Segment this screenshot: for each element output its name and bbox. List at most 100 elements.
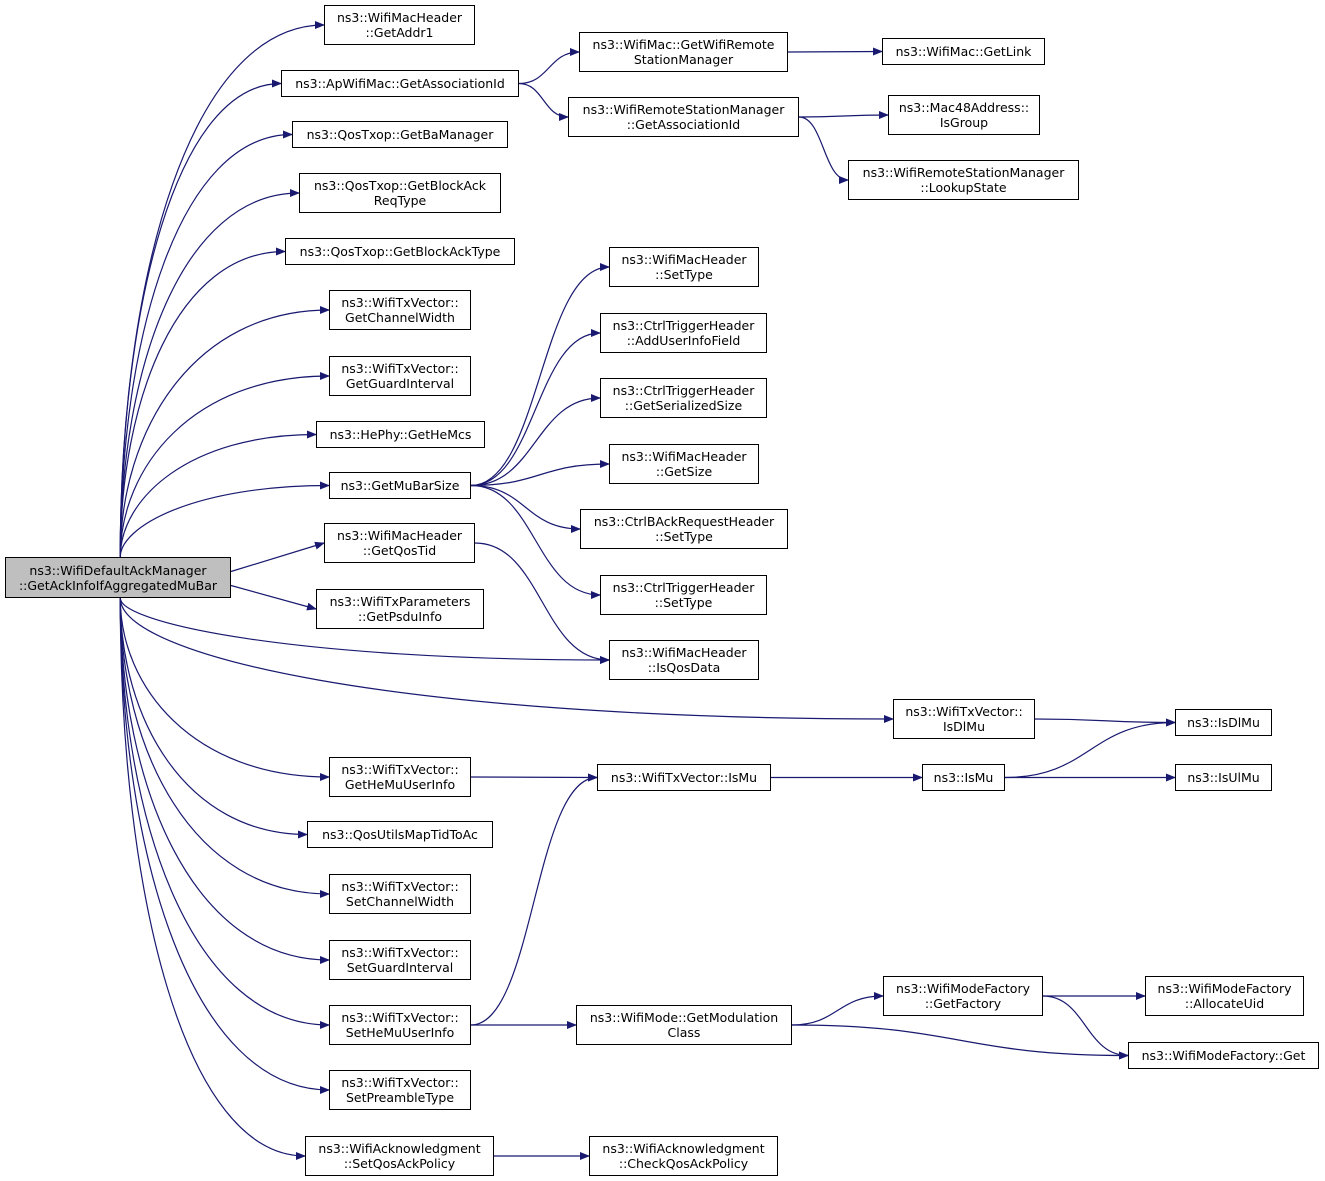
node-label-line2: Class (667, 1025, 701, 1040)
node-wifitxvector-isdlmu[interactable]: ns3::WifiTxVector:: IsDlMu (893, 699, 1035, 739)
node-label-line1: ns3::Mac48Address:: (898, 100, 1030, 115)
node-label-line2: IsGroup (939, 115, 989, 130)
node-wifitxvector-getguardinterval[interactable]: ns3::WifiTxVector:: GetGuardInterval (329, 356, 471, 396)
node-label-line1: ns3::WifiMode::GetModulation (589, 1010, 779, 1025)
node-label-line2: SetHeMuUserInfo (345, 1025, 455, 1040)
node-wifimodefactory-getfactory[interactable]: ns3::WifiModeFactory ::GetFactory (883, 976, 1043, 1016)
node-label-line1: ns3::WifiMacHeader (621, 449, 747, 464)
edge-getmubarsize-to-adduserinfofield (470, 329, 601, 487)
node-wifimacheader-settype[interactable]: ns3::WifiMacHeader ::SetType (609, 247, 759, 287)
node-wifitxvector-sethemuuserinfo[interactable]: ns3::WifiTxVector:: SetHeMuUserInfo (329, 1005, 471, 1045)
node-wifitxvector-setchannelwidth[interactable]: ns3::WifiTxVector:: SetChannelWidth (329, 874, 471, 914)
node-getmubarsize[interactable]: ns3::GetMuBarSize (329, 472, 471, 499)
node-qostxop-getbamanager[interactable]: ns3::QosTxop::GetBaManager (292, 121, 508, 148)
node-label-line1: ns3::WifiTxVector:: (341, 945, 459, 960)
node-label: ns3::WifiMac::GetLink (895, 44, 1032, 59)
node-label-line1: ns3::WifiRemoteStationManager (862, 165, 1065, 180)
node-label-line2: GetGuardInterval (345, 376, 455, 391)
node-label-line2: ::GetAssociationId (626, 117, 741, 132)
node-wifitxvector-gethemuuserinfo[interactable]: ns3::WifiTxVector:: GetHeMuUserInfo (329, 757, 471, 797)
node-wifimacheader-getsize[interactable]: ns3::WifiMacHeader ::GetSize (609, 444, 759, 484)
edge-root-to-setguardinterval (119, 597, 330, 964)
node-label-line1: ns3::WifiDefaultAckManager (29, 562, 207, 578)
node-label-line1: ns3::WifiModeFactory (1157, 981, 1292, 996)
node-hephy-gethemcs[interactable]: ns3::HePhy::GetHeMcs (316, 421, 485, 448)
node-ctrltriggerheader-getserializedsize[interactable]: ns3::CtrlTriggerHeader ::GetSerializedSi… (600, 378, 767, 418)
node-wifitxvector-setpreambletype[interactable]: ns3::WifiTxVector:: SetPreambleType (329, 1070, 471, 1110)
node-label-line1: ns3::WifiMacHeader (336, 528, 463, 543)
node-isdlmu[interactable]: ns3::IsDlMu (1175, 709, 1272, 736)
node-label: ns3::ApWifiMac::GetAssociationId (295, 76, 505, 91)
node-apwifimac-getassociationid[interactable]: ns3::ApWifiMac::GetAssociationId (281, 70, 519, 97)
node-label-line1: ns3::WifiTxVector:: (341, 295, 459, 310)
node-label-line1: ns3::WifiMac::GetWifiRemote (592, 37, 775, 52)
node-wifiacknowledgment-setqosackpolicy[interactable]: ns3::WifiAcknowledgment ::SetQosAckPolic… (305, 1136, 494, 1176)
node-wifimodefactory-allocateuid[interactable]: ns3::WifiModeFactory ::AllocateUid (1145, 976, 1304, 1016)
node-label-line1: ns3::WifiAcknowledgment (318, 1141, 481, 1156)
node-label-line2: ::GetFactory (924, 996, 1002, 1011)
edge-getassociationid-to-getwifiremotestationmanager (518, 48, 580, 85)
edge-root-to-setqosackpolicy (119, 597, 306, 1160)
node-qosutilsmaptidtoac[interactable]: ns3::QosUtilsMapTidToAc (307, 821, 493, 848)
node-label-line2: GetHeMuUserInfo (344, 777, 456, 792)
edge-root-to-txv_isdlmu (119, 597, 894, 723)
node-label: ns3::HePhy::GetHeMcs (329, 427, 472, 442)
node-label-line2: ::GetAckInfoIfAggregatedMuBar (18, 577, 218, 593)
edge-root-to-isqosdata (119, 597, 610, 664)
node-wifitxvector-setguardinterval[interactable]: ns3::WifiTxVector:: SetGuardInterval (329, 940, 471, 980)
node-label-line2: ::GetQosTid (362, 543, 437, 558)
node-isulmu[interactable]: ns3::IsUlMu (1175, 764, 1272, 791)
node-ctrltriggerheader-adduserinfofield[interactable]: ns3::CtrlTriggerHeader ::AddUserInfoFiel… (600, 313, 767, 353)
node-label-line1: ns3::WifiMacHeader (621, 252, 747, 267)
node-label-line2: SetChannelWidth (345, 894, 455, 909)
edge-root-to-getaddr1 (119, 21, 325, 558)
node-label-line1: ns3::WifiTxVector:: (341, 1075, 459, 1090)
node-wifimac-getlink[interactable]: ns3::WifiMac::GetLink (882, 38, 1045, 65)
node-qostxop-getblockacktype[interactable]: ns3::QosTxop::GetBlockAckType (285, 238, 515, 265)
node-ctrlbackrequestheader-settype[interactable]: ns3::CtrlBAckRequestHeader ::SetType (580, 509, 788, 549)
node-label-line1: ns3::CtrlTriggerHeader (612, 580, 755, 595)
edge-getfactory-to-factory_get (1042, 995, 1129, 1060)
edge-rsm_getassociationid-to-isgroup (798, 111, 889, 120)
node-label-line2: ::SetType (654, 595, 713, 610)
node-label: ns3::WifiTxVector::IsMu (610, 770, 758, 785)
node-label-line2: ::GetSize (655, 464, 713, 479)
node-label-line1: ns3::WifiTxVector:: (905, 704, 1023, 719)
node-ctrltriggerheader-settype[interactable]: ns3::CtrlTriggerHeader ::SetType (600, 575, 767, 615)
node-label-line1: ns3::CtrlTriggerHeader (612, 318, 755, 333)
edge-ismu-to-isdlmu (1004, 718, 1176, 779)
node-wifitxparameters-getpsduinfo[interactable]: ns3::WifiTxParameters ::GetPsduInfo (316, 589, 484, 629)
node-wifiremotestationmanager-lookupstate[interactable]: ns3::WifiRemoteStationManager ::LookupSt… (848, 160, 1079, 200)
node-qostxop-getblockackreqtype[interactable]: ns3::QosTxop::GetBlockAck ReqType (299, 173, 501, 213)
edge-getmubarsize-to-getserializedsize (470, 394, 601, 487)
node-label-line2: ::SetQosAckPolicy (343, 1156, 456, 1171)
edge-root-to-getpsduinfo (230, 584, 317, 611)
node-wifitxvector-ismu[interactable]: ns3::WifiTxVector::IsMu (597, 764, 771, 791)
edge-getassociationid-to-rsm_getassociationid (518, 82, 569, 121)
node-label-line2: GetChannelWidth (345, 310, 455, 325)
node-mac48address-isgroup[interactable]: ns3::Mac48Address:: IsGroup (888, 95, 1040, 135)
node-wifimode-getmodulationclass[interactable]: ns3::WifiMode::GetModulation Class (576, 1005, 792, 1045)
node-wifiacknowledgment-checkqosackpolicy[interactable]: ns3::WifiAcknowledgment ::CheckQosAckPol… (589, 1136, 778, 1176)
node-label-line1: ns3::WifiTxParameters (329, 594, 471, 609)
edge-getmubarsize-to-settype_mac (470, 263, 610, 487)
node-label-line1: ns3::WifiAcknowledgment (602, 1141, 765, 1156)
node-wifitxvector-getchannelwidth[interactable]: ns3::WifiTxVector:: GetChannelWidth (329, 290, 471, 330)
edge-root-to-qosutilsmaptidtoac (119, 597, 308, 839)
node-wifimacheader-getqostid[interactable]: ns3::WifiMacHeader ::GetQosTid (324, 523, 475, 563)
node-label-line2: ::SetType (655, 267, 713, 282)
node-label-line2: ::AddUserInfoField (626, 333, 741, 348)
node-wifimacheader-isqosdata[interactable]: ns3::WifiMacHeader ::IsQosData (609, 640, 759, 680)
node-wifimac-getwifiremotestationmanager[interactable]: ns3::WifiMac::GetWifiRemote StationManag… (579, 32, 788, 72)
node-wifimodefactory-get[interactable]: ns3::WifiModeFactory::Get (1128, 1042, 1319, 1069)
node-label: ns3::IsMu (933, 770, 994, 785)
node-label: ns3::GetMuBarSize (340, 478, 460, 493)
node-wifimacheader-getaddr1[interactable]: ns3::WifiMacHeader ::GetAddr1 (324, 5, 475, 45)
node-label-line2: ::GetPsduInfo (357, 609, 443, 624)
edge-sethemuuserinfo-to-txv_ismu (470, 773, 598, 1026)
node-label-line1: ns3::CtrlTriggerHeader (612, 383, 755, 398)
edge-getmodulationclass-to-getfactory (791, 992, 884, 1026)
node-ismu[interactable]: ns3::IsMu (922, 764, 1005, 791)
node-wifiremotestationmanager-getassociationid[interactable]: ns3::WifiRemoteStationManager ::GetAssoc… (568, 97, 799, 137)
